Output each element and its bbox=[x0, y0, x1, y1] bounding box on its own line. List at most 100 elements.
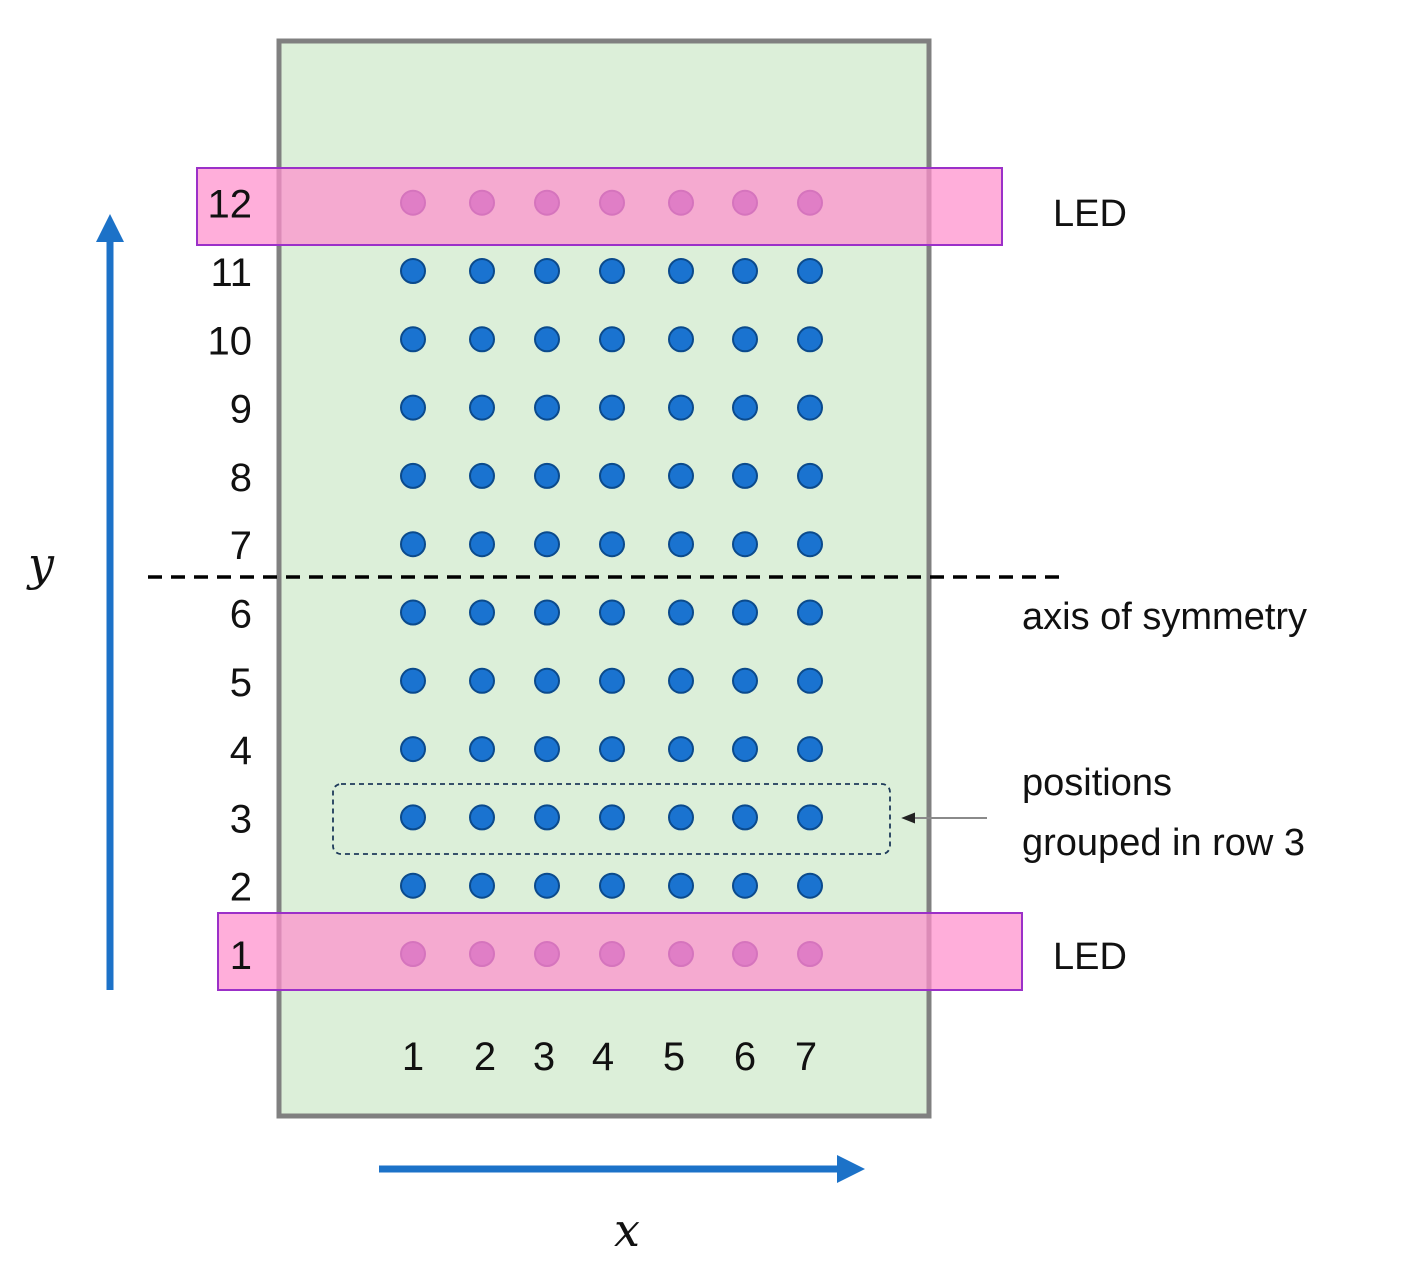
position-dot-r11-c1 bbox=[400, 258, 426, 284]
row-number-7: 7 bbox=[230, 524, 252, 568]
position-dot-r8-c6 bbox=[732, 462, 758, 489]
position-dot-r11-c3 bbox=[534, 258, 560, 284]
position-dot-r9-c7 bbox=[797, 394, 823, 421]
position-dot-r8-c7 bbox=[797, 462, 823, 489]
column-number-1: 1 bbox=[402, 1035, 424, 1079]
column-number-2: 2 bbox=[474, 1035, 496, 1079]
row-number-9: 9 bbox=[230, 388, 252, 432]
position-dot-r9-c5 bbox=[668, 394, 694, 421]
position-dot-r6-c3 bbox=[534, 599, 560, 626]
position-dot-r4-c2 bbox=[469, 736, 495, 763]
position-dot-r5-c7 bbox=[797, 667, 823, 694]
position-dot-r6-c1 bbox=[400, 599, 426, 626]
position-dot-r10-c2 bbox=[469, 326, 495, 353]
positions-label-line2: grouped in row 3 bbox=[1022, 822, 1305, 864]
position-dot-r9-c3 bbox=[534, 394, 560, 421]
row-number-12: 12 bbox=[208, 183, 253, 227]
position-dot-r4-c6 bbox=[732, 736, 758, 763]
column-number-7: 7 bbox=[795, 1035, 817, 1079]
position-dot-r3-c6 bbox=[732, 804, 758, 831]
row-number-4: 4 bbox=[230, 729, 252, 773]
position-dot-r4-c5 bbox=[668, 736, 694, 763]
position-dot-r10-c4 bbox=[599, 326, 625, 353]
position-dot-r5-c1 bbox=[400, 667, 426, 694]
column-number-3: 3 bbox=[533, 1035, 555, 1079]
position-dot-r11-c4 bbox=[599, 258, 625, 284]
position-dot-r5-c3 bbox=[534, 667, 560, 694]
position-dot-r10-c1 bbox=[400, 326, 426, 353]
position-dot-r3-c5 bbox=[668, 804, 694, 831]
position-dot-r2-c2 bbox=[469, 872, 495, 899]
led-band-top bbox=[196, 167, 1003, 246]
row-number-6: 6 bbox=[230, 593, 252, 637]
position-dot-r7-c4 bbox=[599, 531, 625, 558]
position-dot-r2-c7 bbox=[797, 872, 823, 899]
column-number-6: 6 bbox=[734, 1035, 756, 1079]
led-label-top: LED bbox=[1053, 193, 1127, 235]
position-dot-r10-c3 bbox=[534, 326, 560, 353]
position-dot-r10-c5 bbox=[668, 326, 694, 353]
row-number-8: 8 bbox=[230, 456, 252, 500]
position-dot-r4-c1 bbox=[400, 736, 426, 763]
position-dot-r11-c6 bbox=[732, 258, 758, 284]
position-dot-r9-c1 bbox=[400, 394, 426, 421]
led-label-bottom: LED bbox=[1053, 936, 1127, 978]
position-dot-r11-c5 bbox=[668, 258, 694, 284]
position-dot-r5-c6 bbox=[732, 667, 758, 694]
position-dot-r3-c2 bbox=[469, 804, 495, 831]
position-dot-r3-c7 bbox=[797, 804, 823, 831]
position-dot-r9-c4 bbox=[599, 394, 625, 421]
position-dot-r5-c5 bbox=[668, 667, 694, 694]
column-number-5: 5 bbox=[663, 1035, 685, 1079]
position-dot-r5-c2 bbox=[469, 667, 495, 694]
position-dot-r8-c2 bbox=[469, 462, 495, 489]
y-axis-label: y bbox=[26, 537, 55, 591]
position-dot-r10-c7 bbox=[797, 326, 823, 353]
axis-of-symmetry-label: axis of symmetry bbox=[1022, 596, 1307, 638]
position-dot-r3-c1 bbox=[400, 804, 426, 831]
position-dot-r6-c6 bbox=[732, 599, 758, 626]
position-dot-r9-c2 bbox=[469, 394, 495, 421]
column-number-4: 4 bbox=[592, 1035, 614, 1079]
row-number-2: 2 bbox=[230, 866, 252, 910]
position-dot-r7-c6 bbox=[732, 531, 758, 558]
position-dot-r2-c6 bbox=[732, 872, 758, 899]
position-dot-r2-c1 bbox=[400, 872, 426, 899]
position-dot-r11-c7 bbox=[797, 258, 823, 284]
position-dot-r3-c3 bbox=[534, 804, 560, 831]
position-dot-r8-c4 bbox=[599, 462, 625, 489]
position-dot-r9-c6 bbox=[732, 394, 758, 421]
x-axis-label: x bbox=[614, 1203, 640, 1257]
position-dot-r8-c3 bbox=[534, 462, 560, 489]
position-dot-r4-c3 bbox=[534, 736, 560, 763]
position-dot-r2-c5 bbox=[668, 872, 694, 899]
position-dot-r6-c7 bbox=[797, 599, 823, 626]
position-dot-r6-c2 bbox=[469, 599, 495, 626]
position-dot-r8-c5 bbox=[668, 462, 694, 489]
row-number-5: 5 bbox=[230, 661, 252, 705]
row-number-1: 1 bbox=[230, 934, 252, 978]
position-dot-r7-c5 bbox=[668, 531, 694, 558]
row-3-group-box bbox=[332, 783, 891, 855]
position-dot-r8-c1 bbox=[400, 462, 426, 489]
position-dot-r4-c4 bbox=[599, 736, 625, 763]
positions-label-line1: positions bbox=[1022, 762, 1172, 804]
position-dot-r6-c5 bbox=[668, 599, 694, 626]
position-dot-r2-c3 bbox=[534, 872, 560, 899]
row-number-10: 10 bbox=[208, 319, 253, 363]
position-dot-r7-c7 bbox=[797, 531, 823, 558]
row-number-3: 3 bbox=[230, 797, 252, 841]
position-dot-r11-c2 bbox=[469, 258, 495, 284]
row-number-11: 11 bbox=[210, 251, 252, 295]
position-dot-r10-c6 bbox=[732, 326, 758, 353]
position-dot-r7-c3 bbox=[534, 531, 560, 558]
position-dot-r7-c2 bbox=[469, 531, 495, 558]
position-dot-r7-c1 bbox=[400, 531, 426, 558]
position-dot-r5-c4 bbox=[599, 667, 625, 694]
position-dot-r4-c7 bbox=[797, 736, 823, 763]
position-dot-r6-c4 bbox=[599, 599, 625, 626]
position-dot-r3-c4 bbox=[599, 804, 625, 831]
